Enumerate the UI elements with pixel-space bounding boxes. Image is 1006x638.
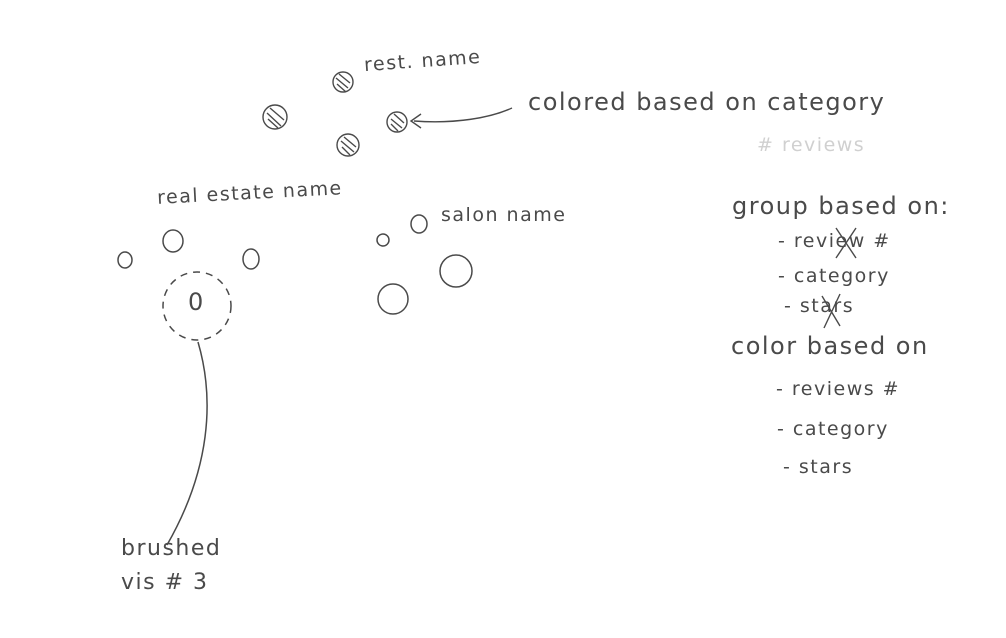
restaurant-node [386,111,408,133]
salon-node [376,233,390,247]
brushed-label: brushed [121,536,222,561]
vis-label: vis # 3 [121,570,209,595]
real-estate-node [242,248,260,270]
strike-review [835,227,857,259]
restaurant-node [336,133,360,157]
list-item: - stars [783,456,854,478]
list-item: - category [778,265,890,287]
colored-note: colored based on category [528,88,886,116]
salon-node [439,254,473,288]
real-estate-node [117,251,133,269]
salon-node [377,283,409,315]
restaurant-node [332,71,354,93]
list-item: - category [777,418,889,440]
arrow-head [409,113,422,129]
real-estate-node [162,229,184,253]
list-item: - review # [778,230,891,252]
salon-cluster [376,214,473,315]
brushed-connector [166,341,208,546]
brushed-node-outline [162,271,232,341]
real-estate-cluster [117,229,260,341]
restaurant-cluster [262,71,408,157]
color-heading: color based on [731,332,929,360]
faint-note: # reviews [757,134,866,156]
arrow-line [413,107,513,123]
list-item: - reviews # [776,378,901,400]
restaurant-node [262,104,288,130]
strike-stars [821,293,841,329]
brushed-node-digit: 0 [188,288,205,316]
list-item: - stars [784,295,855,317]
salon-name-label: salon name [441,204,567,226]
salon-node [410,214,428,234]
group-heading: group based on: [732,192,950,220]
